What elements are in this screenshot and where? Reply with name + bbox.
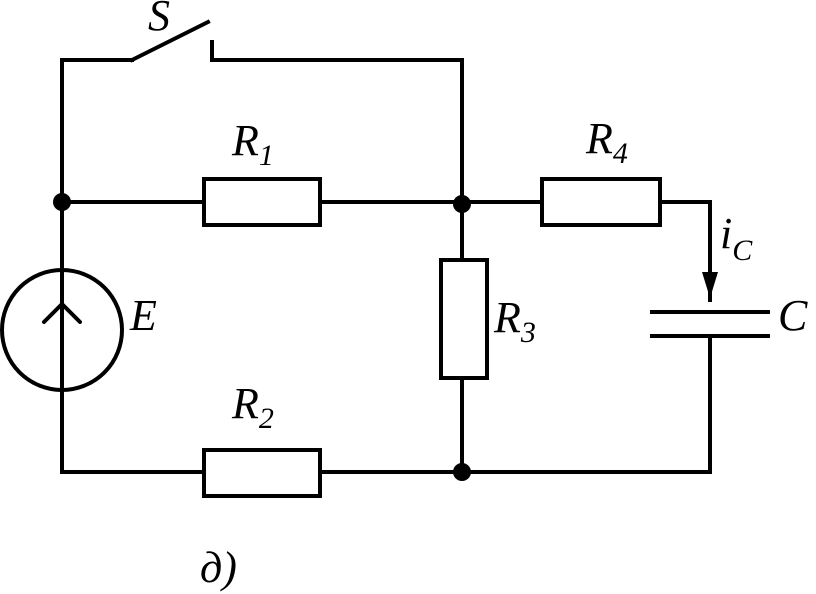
wire-left-top bbox=[60, 58, 134, 204]
figure-caption: д) bbox=[200, 543, 237, 592]
capacitor-label: C bbox=[778, 291, 808, 340]
resistor-r1 bbox=[202, 177, 322, 227]
wire-r4-right bbox=[658, 200, 712, 302]
wire-top-right bbox=[210, 40, 464, 204]
switch-label: S bbox=[148, 0, 170, 40]
source-label: E bbox=[129, 291, 157, 340]
junction-node-left bbox=[53, 193, 71, 211]
wires bbox=[60, 19, 712, 474]
voltage-source bbox=[0, 268, 124, 392]
resistor-r2 bbox=[202, 448, 322, 498]
arrow-up-icon bbox=[42, 302, 82, 324]
wire-source-bottom bbox=[60, 388, 206, 474]
r3-label: R3 bbox=[493, 293, 536, 349]
current-arrow-icon bbox=[702, 272, 718, 298]
switch-blade bbox=[129, 19, 211, 63]
resistor-r4 bbox=[540, 177, 662, 227]
resistor-r3 bbox=[439, 258, 489, 380]
current-label: iC bbox=[720, 209, 753, 267]
r2-label: R2 bbox=[231, 379, 274, 435]
r1-label: R1 bbox=[231, 116, 274, 172]
r4-label: R4 bbox=[585, 114, 628, 170]
junction-node-bottom bbox=[453, 463, 471, 481]
capacitor bbox=[650, 310, 770, 338]
wire-cap-bottom bbox=[460, 336, 712, 474]
junction-node-top bbox=[453, 195, 471, 213]
